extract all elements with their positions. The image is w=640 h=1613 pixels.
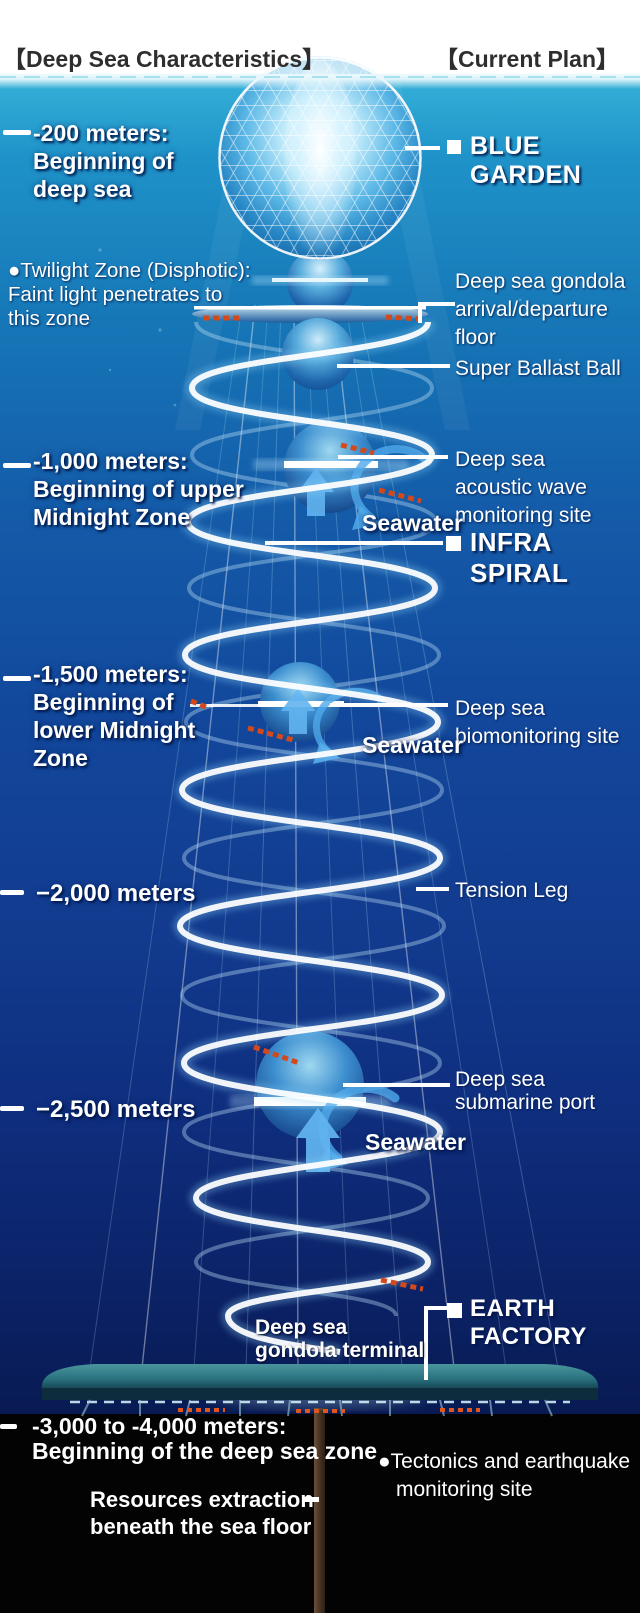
- leader-line-bio: [330, 703, 448, 707]
- acoustic-site-label: Deep sea acoustic wave monitoring site: [455, 448, 592, 527]
- twilight-zone-note: ●Twilight Zone (Disphotic): Faint light …: [8, 259, 251, 330]
- submarine-port-label: Deep sea submarine port: [455, 1068, 596, 1114]
- seafloor-platform: [41, 1364, 599, 1417]
- header-right-title: 【Current Plan】: [435, 46, 620, 72]
- depth-label-2000: −2,000 meters: [36, 880, 196, 907]
- depth-label-200: -200 meters: Beginning of deep sea: [33, 120, 174, 202]
- depth-label-3000: -3,000 to -4,000 meters: Beginning of th…: [32, 1413, 378, 1464]
- resources-extraction-label: Resources extraction beneath the sea flo…: [90, 1487, 314, 1539]
- tectonics-label-line2: monitoring site: [396, 1478, 533, 1501]
- particles: [88, 248, 562, 407]
- drill-pipe: [314, 1408, 325, 1613]
- blue-garden-label: BLUE GARDEN: [470, 132, 582, 189]
- seawater-label-mid: Seawater: [362, 732, 464, 758]
- gondola-terminal-label: Deep sea gondola terminal: [255, 1316, 425, 1362]
- super-ballast-ball-label: Super Ballast Ball: [455, 357, 621, 380]
- header-left-title: 【Deep Sea Characteristics】: [3, 46, 326, 72]
- leader-line-earth-factory-v: [424, 1306, 428, 1380]
- tectonics-label-line1: ●Tectonics and earthquake: [378, 1450, 631, 1473]
- spiral-front-strand: [176, 320, 446, 1355]
- earth-factory-label: EARTH FACTORY: [470, 1295, 587, 1350]
- leader-line-earth-factory-h: [424, 1306, 447, 1310]
- gondola-trains: [190, 314, 424, 1292]
- leader-line-tension-leg: [416, 887, 449, 891]
- leader-line-gondola-floor-h: [418, 302, 455, 306]
- square-marker-icon-blue-garden: [447, 140, 461, 154]
- leader-line-gondola-floor-v: [418, 302, 422, 323]
- depth-tick-2500: [0, 1106, 24, 1111]
- depth-tick-2000: [0, 890, 24, 895]
- depth-label-1000: -1,000 meters: Beginning of upper Midnig…: [33, 448, 244, 530]
- square-marker-icon-earth-factory: [447, 1303, 462, 1318]
- leader-line-submarine: [343, 1083, 450, 1087]
- seawater-label-upper: Seawater: [362, 510, 464, 536]
- seawater-label-lower: Seawater: [365, 1129, 467, 1155]
- depth-label-1500: -1,500 meters: Beginning of lower Midnig…: [33, 661, 196, 771]
- leader-line-super-ballast: [337, 364, 450, 368]
- tension-leg-label: Tension Leg: [455, 879, 569, 902]
- gondola-floor-label: Deep sea gondola arrival/departure floor: [455, 270, 626, 349]
- depth-tick-200: [3, 130, 31, 135]
- bio-site-label: Deep sea biomonitoring site: [455, 697, 620, 748]
- depth-tick-1000: [3, 463, 31, 468]
- square-marker-icon-infra-spiral: [446, 536, 461, 551]
- leader-line-blue-garden: [405, 146, 440, 150]
- depth-tick-1500: [3, 676, 31, 681]
- blue-garden-dome: [218, 56, 422, 260]
- infra-spiral-label: INFRA SPIRAL: [470, 527, 569, 588]
- leader-line-resources: [303, 1497, 319, 1502]
- leader-line-infra-spiral: [265, 541, 443, 545]
- depth-tick-3000: [0, 1424, 17, 1429]
- depth-label-2500: −2,500 meters: [36, 1096, 196, 1123]
- leader-line-acoustic: [338, 455, 448, 459]
